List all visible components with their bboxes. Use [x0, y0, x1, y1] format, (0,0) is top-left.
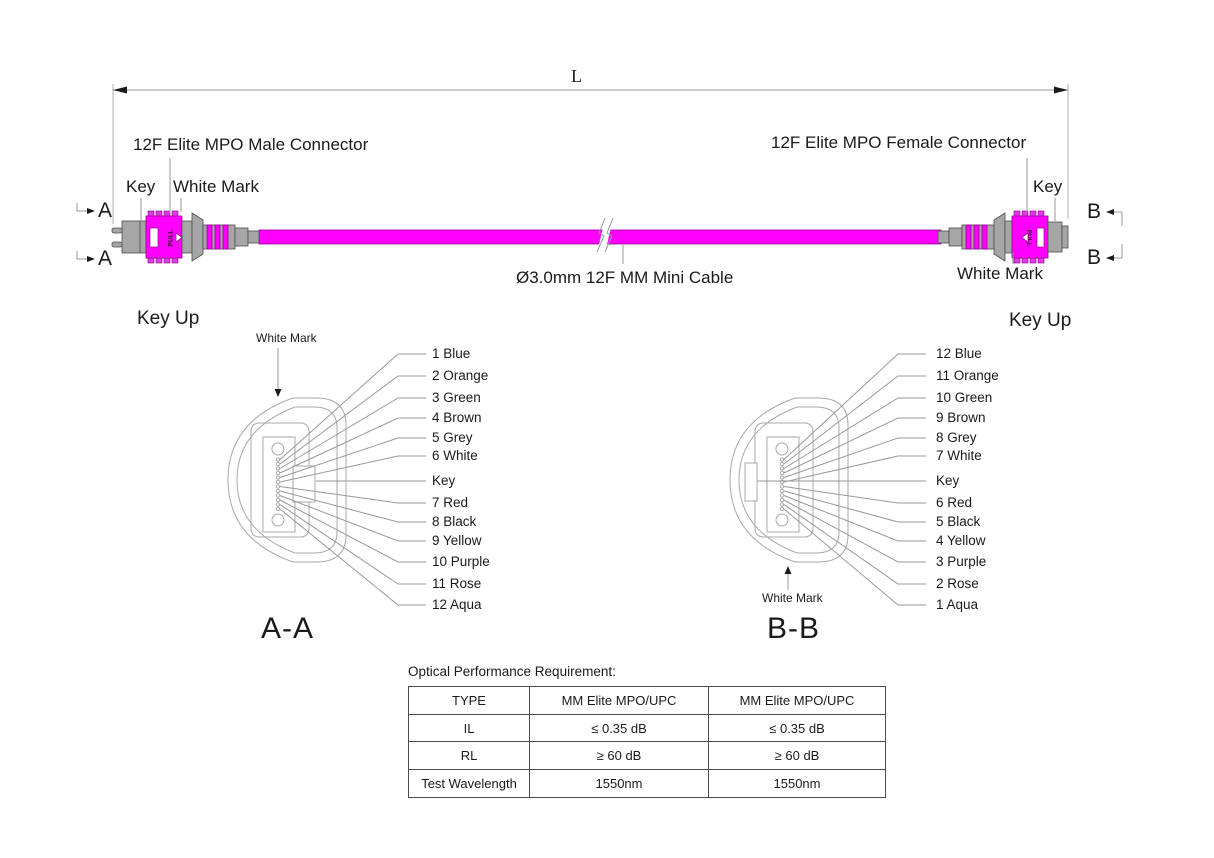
male-connector-drawing: PULL — [111, 158, 260, 264]
fiber-label: 10 Green — [936, 390, 993, 405]
dimension-line — [112, 84, 1069, 224]
fiber-label: 2 Rose — [936, 576, 979, 591]
arrow-right-icon — [87, 256, 95, 262]
fiber-label: 6 White — [432, 448, 478, 463]
section-letter-a-top: A — [98, 199, 113, 222]
male-connector-label: 12F Elite MPO Male Connector — [133, 135, 369, 154]
key-up-label-a: Key Up — [137, 308, 200, 329]
key-label-left: Key — [126, 177, 156, 196]
fiber-dots — [275, 457, 281, 512]
break-symbol — [596, 217, 614, 253]
table-cell: RL — [408, 741, 530, 771]
fiber-label: 12 Blue — [936, 346, 982, 361]
fiber-label: 9 Yellow — [432, 533, 482, 548]
arrow-left-icon — [1106, 209, 1114, 215]
white-mark-label-view-b: White Mark — [762, 591, 823, 605]
fiber-label: 4 Brown — [432, 410, 482, 425]
table-cell: TYPE — [408, 686, 530, 715]
pull-text: PULL — [168, 229, 175, 246]
fiber-label: 2 Orange — [432, 368, 489, 383]
section-view-b — [729, 353, 926, 606]
white-mark-rect — [1036, 227, 1045, 248]
section-marker-a — [76, 203, 95, 262]
fiber-label: 5 Grey — [432, 430, 473, 445]
table-cell: ≤ 0.35 dB — [529, 713, 709, 743]
table-cell: MM Elite MPO/UPC — [529, 686, 709, 715]
female-connector-drawing: PULL — [937, 158, 1069, 264]
female-connector-label: 12F Elite MPO Female Connector — [771, 133, 1027, 152]
cable-line — [258, 217, 942, 264]
table-cell: ≥ 60 dB — [529, 741, 709, 771]
arrow-left-icon — [1106, 255, 1114, 261]
dim-arrow-right-icon — [1054, 86, 1068, 94]
fiber-label: 1 Aqua — [936, 597, 979, 612]
pull-text: PULL — [1026, 230, 1033, 247]
fiber-label: Key — [936, 473, 960, 488]
section-view-a — [227, 348, 426, 606]
table-cell: ≤ 0.35 dB — [708, 713, 886, 743]
key-up-label-b: Key Up — [1009, 310, 1072, 331]
table-cell: 1550nm — [708, 769, 886, 798]
arrow-down-icon — [274, 389, 282, 397]
table-cell: 1550nm — [529, 769, 709, 798]
table-cell: ≥ 60 dB — [708, 741, 886, 771]
fiber-label: 8 Black — [432, 514, 477, 529]
pull-arrow-icon — [1021, 232, 1029, 243]
key-slot — [744, 462, 758, 502]
dimension-length-label: L — [571, 66, 582, 86]
fiber-label: 12 Aqua — [432, 597, 482, 612]
section-letter-b-bottom: B — [1087, 246, 1102, 269]
table-cell: MM Elite MPO/UPC — [708, 686, 886, 715]
table-cell: IL — [408, 713, 530, 743]
table-row: Test Wavelength 1550nm 1550nm — [408, 769, 886, 798]
white-mark-label-left: White Mark — [173, 177, 259, 196]
table-cell: Test Wavelength — [408, 769, 530, 798]
fiber-label: 3 Purple — [936, 554, 987, 569]
white-mark-label-view-a: White Mark — [256, 331, 317, 345]
view-title-b: B-B — [767, 612, 821, 645]
view-title-a: A-A — [261, 612, 315, 645]
fiber-label: 8 Grey — [936, 430, 977, 445]
key-slot — [292, 465, 316, 503]
fiber-label: 3 Green — [432, 390, 481, 405]
section-letter-b-top: B — [1087, 200, 1102, 223]
fiber-label: Key — [432, 473, 456, 488]
fiber-leader-lines — [279, 353, 426, 606]
white-mark-label-right: White Mark — [957, 264, 1043, 283]
arrow-up-icon — [784, 566, 792, 574]
key-label-right: Key — [1033, 177, 1063, 196]
table-row: IL ≤ 0.35 dB ≤ 0.35 dB — [408, 713, 886, 743]
fiber-leader-lines — [757, 353, 926, 606]
optical-performance-table: TYPE MM Elite MPO/UPC MM Elite MPO/UPC I… — [408, 686, 886, 798]
section-letter-a-bottom: A — [98, 247, 113, 270]
fiber-dots — [779, 457, 785, 512]
table-row: RL ≥ 60 dB ≥ 60 dB — [408, 741, 886, 771]
arrow-right-icon — [87, 208, 95, 214]
fiber-label: 11 Rose — [432, 576, 482, 591]
table-title: Optical Performance Requirement: — [408, 664, 616, 679]
fiber-label: 10 Purple — [432, 554, 490, 569]
cable-label: Ø3.0mm 12F MM Mini Cable — [516, 268, 734, 287]
pull-arrow-icon — [175, 232, 183, 243]
fiber-label: 5 Black — [936, 514, 981, 529]
fiber-label: 9 Brown — [936, 410, 986, 425]
fiber-label: 7 Red — [432, 495, 469, 510]
fiber-label: 6 Red — [936, 495, 973, 510]
fiber-label: 11 Orange — [936, 368, 999, 383]
section-marker-b — [1106, 209, 1123, 261]
fiber-label: 1 Blue — [432, 346, 471, 361]
table-row: TYPE MM Elite MPO/UPC MM Elite MPO/UPC — [408, 686, 886, 715]
fiber-label: 4 Yellow — [936, 533, 986, 548]
fiber-label: 7 White — [936, 448, 982, 463]
white-mark-rect — [149, 227, 159, 248]
dim-arrow-left-icon — [113, 86, 127, 94]
